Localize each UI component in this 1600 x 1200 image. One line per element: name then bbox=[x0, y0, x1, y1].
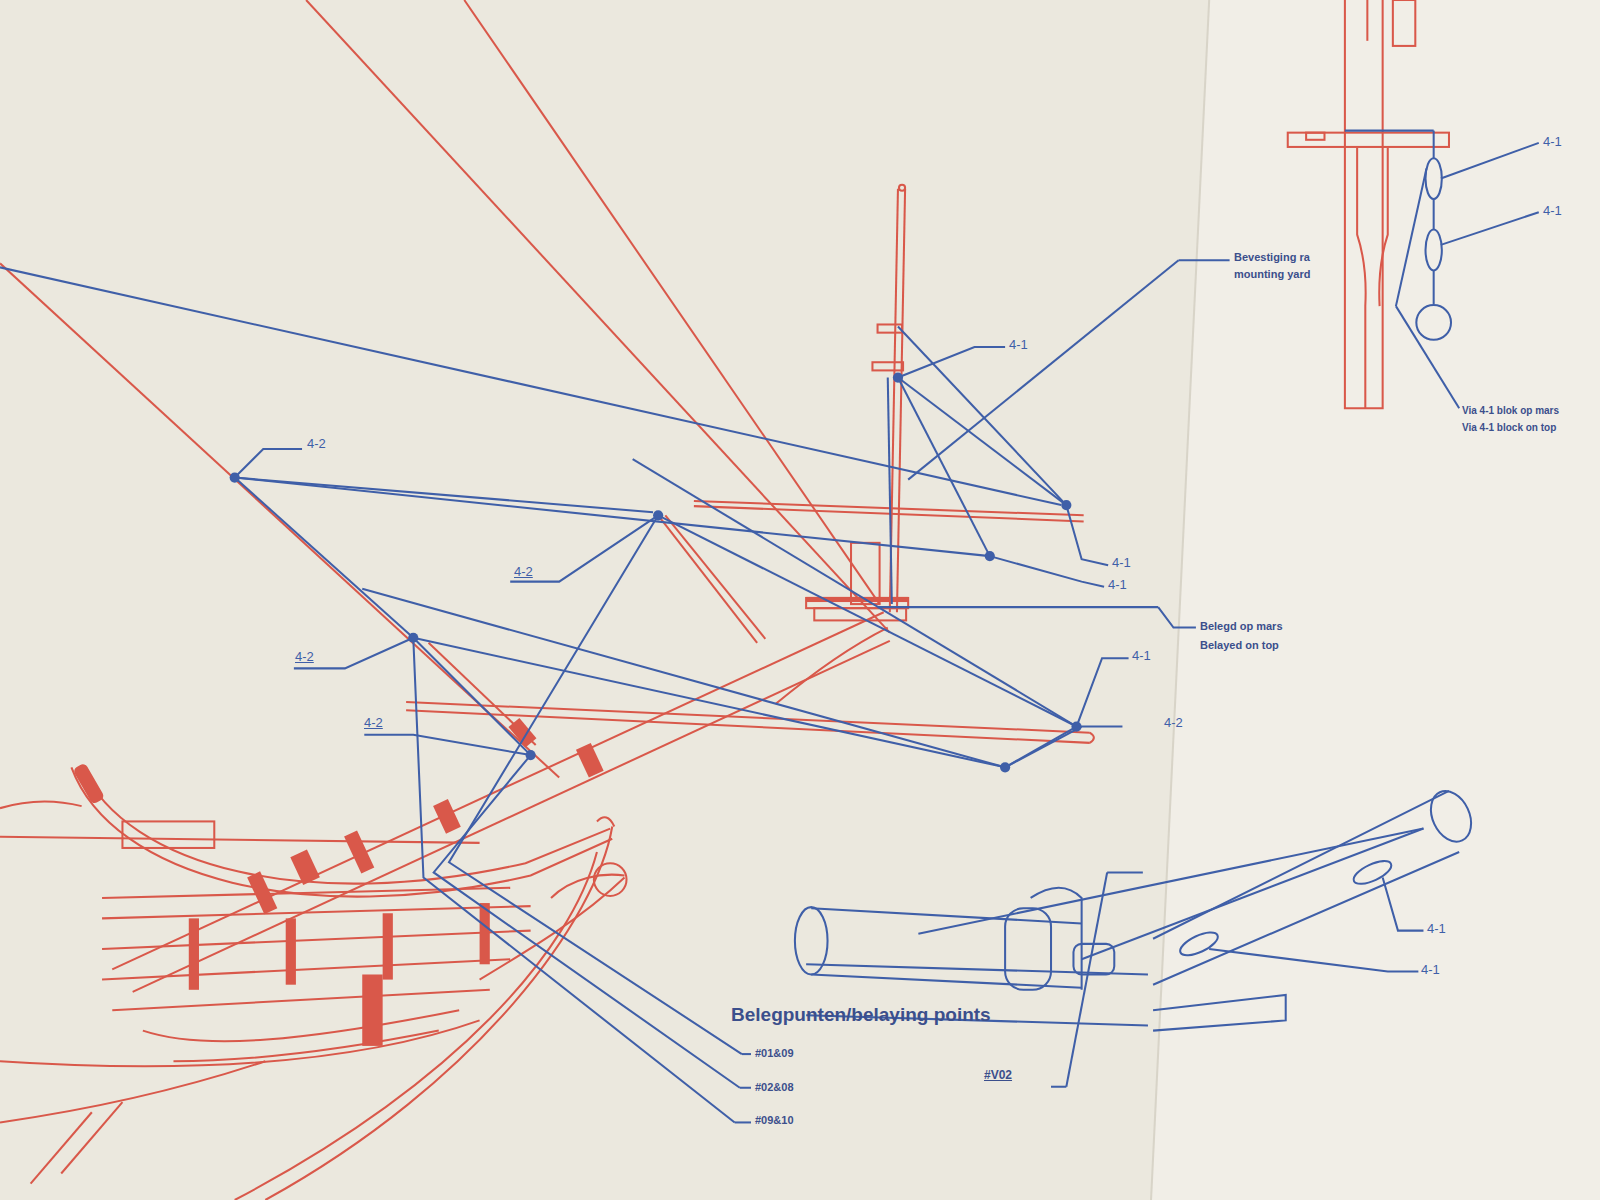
ship-structure bbox=[0, 0, 1094, 1200]
belaying-point: #09&10 bbox=[754, 1114, 795, 1127]
belaying-point: #V02 bbox=[983, 1069, 1013, 1083]
bowsprit-inset bbox=[795, 785, 1479, 1087]
running-rigging bbox=[0, 260, 1230, 1122]
callout-number: 4-2 bbox=[294, 650, 315, 665]
note-text: Belegd op mars bbox=[1199, 620, 1284, 633]
callout-number: 4-1 bbox=[1426, 922, 1447, 937]
note-text: Bevestiging ra bbox=[1233, 251, 1311, 264]
note-text: mounting yard bbox=[1233, 268, 1311, 281]
block-dots bbox=[230, 372, 1082, 772]
note-text: Via 4-1 block on top bbox=[1461, 422, 1557, 434]
callout-number: 4-1 bbox=[1542, 135, 1563, 150]
callout-number: 4-1 bbox=[1008, 338, 1029, 353]
block-inset bbox=[1345, 131, 1539, 409]
callout-number: 4-1 bbox=[1111, 556, 1132, 571]
callout-number: 4-2 bbox=[363, 716, 384, 731]
belaying-point: #02&08 bbox=[754, 1081, 795, 1094]
section-heading: Belegpunten/belaying points bbox=[730, 1004, 992, 1026]
callout-number: 4-2 bbox=[306, 437, 327, 452]
gammoning-bands bbox=[72, 597, 908, 1046]
note-text: Belayed on top bbox=[1199, 639, 1280, 652]
callout-number: 4-2 bbox=[1163, 716, 1184, 731]
paper-sheet bbox=[1151, 0, 1600, 1200]
callout-number: 4-2 bbox=[513, 565, 534, 580]
mast-inset bbox=[1288, 0, 1449, 408]
callout-number: 4-1 bbox=[1420, 963, 1441, 978]
belaying-point: #01&09 bbox=[754, 1047, 795, 1060]
note-text: Via 4-1 blok op mars bbox=[1461, 405, 1560, 417]
callout-number: 4-1 bbox=[1131, 649, 1152, 664]
callout-number: 4-1 bbox=[1107, 578, 1128, 593]
callout-number: 4-1 bbox=[1542, 204, 1563, 219]
